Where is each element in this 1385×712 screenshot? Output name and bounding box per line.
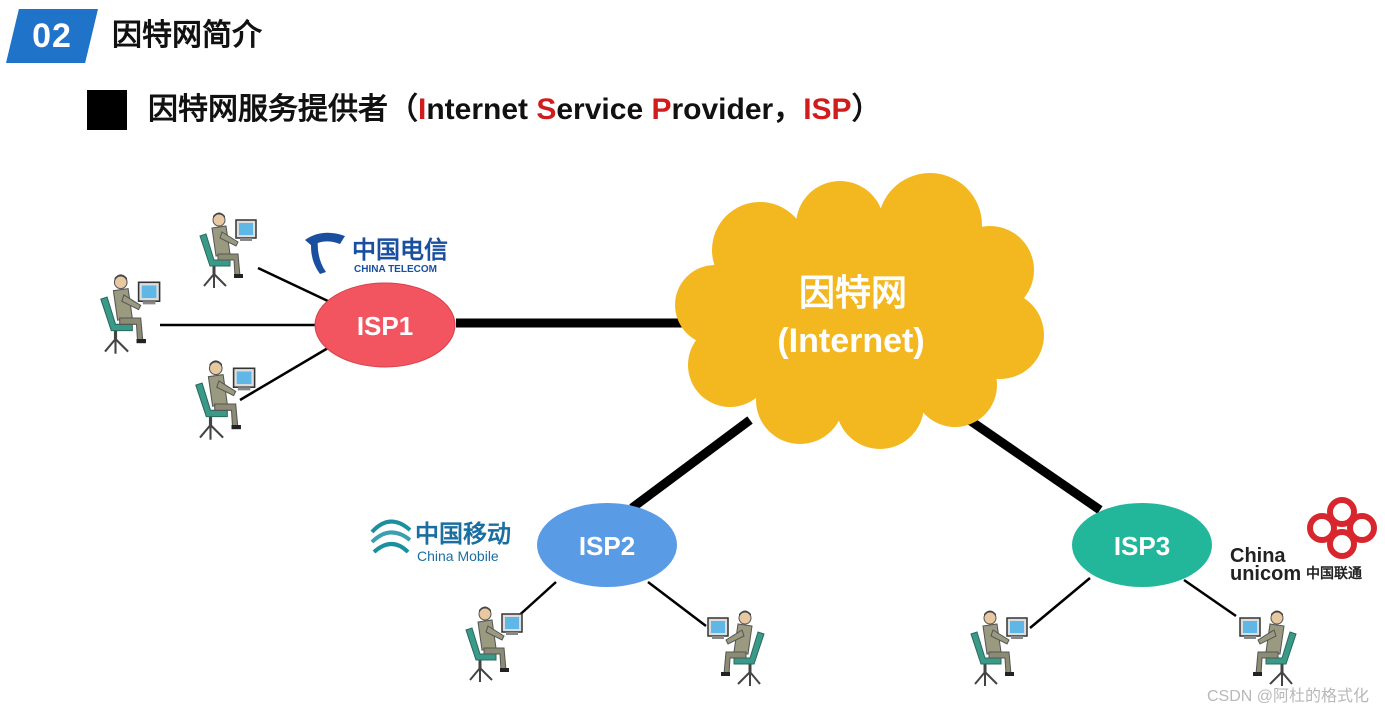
subtitle-provider-rest: rovider，: [671, 93, 804, 126]
isp1-node: ISP1: [314, 282, 456, 368]
mobile-cn-text: 中国移动: [415, 521, 511, 548]
subtitle-letter-i: I: [418, 93, 427, 126]
links: [160, 266, 1237, 629]
isp3-label: ISP3: [1114, 531, 1170, 561]
subtitle: 因特网服务提供者（Internet Service Provider，ISP）: [148, 88, 882, 132]
china-mobile-logo: 中国移动 China Mobile: [370, 519, 511, 564]
subtitle-letter-s: S: [536, 93, 557, 126]
user-icon: [99, 272, 162, 356]
user-icon: [706, 609, 766, 688]
isp3-node: ISP3: [1072, 503, 1212, 587]
cloud-label-cn: 因特网: [799, 272, 907, 313]
user-icon: [194, 358, 257, 442]
subtitle-isp: ISP: [803, 93, 852, 126]
watermark: CSDN @阿杜的格式化: [1206, 688, 1369, 705]
user-icon: [464, 605, 524, 684]
subtitle-letter-p: P: [651, 93, 672, 126]
subtitle-suffix: ）: [851, 93, 882, 126]
china-unicom-logo: China unicom 中国联通: [1230, 497, 1377, 585]
china-telecom-logo: 中国电信 CHINA TELECOM: [305, 232, 448, 275]
isp2-node: ISP2: [537, 503, 677, 587]
user-icon: [969, 609, 1029, 688]
unicom-en-text-1: China: [1230, 545, 1286, 567]
subtitle-service-rest: ervice: [556, 93, 652, 126]
subtitle-prefix: 因特网服务提供者（: [148, 93, 418, 126]
section-number-badge: 02: [6, 9, 98, 63]
unicom-cn-text: 中国联通: [1306, 565, 1362, 581]
isp2-label: ISP2: [579, 531, 635, 561]
cloud-label-en: (Internet): [777, 322, 924, 360]
user-icon: [198, 211, 258, 290]
mobile-en-text: China Mobile: [417, 548, 499, 564]
section-title: 因特网简介: [112, 19, 262, 52]
telecom-cn-text: 中国电信: [352, 236, 448, 264]
user-icon: [1238, 609, 1298, 688]
unicom-en-text-2: unicom: [1230, 563, 1301, 585]
subtitle-internet-rest: nternet: [426, 93, 537, 126]
bullet-square: [87, 90, 127, 130]
telecom-en-text: CHINA TELECOM: [354, 264, 437, 275]
internet-cloud: 因特网 (Internet): [675, 173, 1044, 449]
isp1-label: ISP1: [357, 311, 413, 341]
